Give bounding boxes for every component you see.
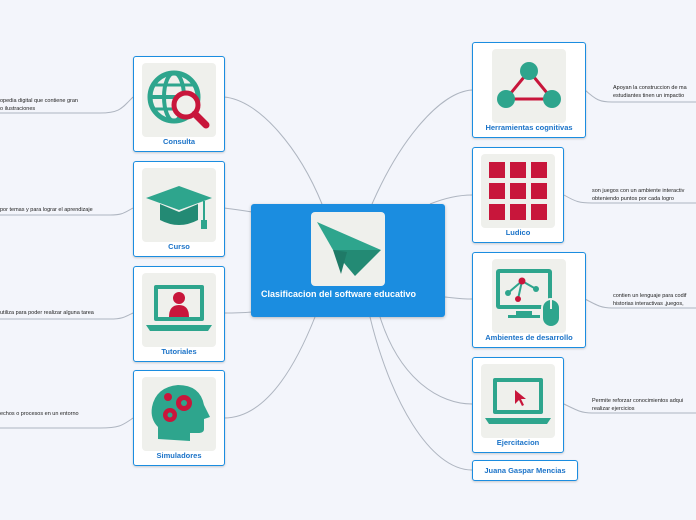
- node-ejercitacion[interactable]: Ejercitacion: [472, 357, 564, 453]
- description-curso[interactable]: por temas y para lograr el aprendizaje: [0, 207, 93, 213]
- description-herramientas-cognitivas[interactable]: Apoyan la construccion de ma estudiantes…: [613, 85, 687, 99]
- description-ejercitacion[interactable]: Permite reforzar conocimientos adqui rea…: [592, 398, 684, 412]
- node-label: Tutoriales: [161, 347, 197, 356]
- node-consulta[interactable]: Consulta: [133, 56, 225, 152]
- paper-plane-icon: [311, 212, 385, 286]
- graduation-cap-icon: [142, 168, 216, 242]
- central-topic[interactable]: Clasificacion del software educativo: [251, 204, 445, 317]
- description-tutoriales[interactable]: utiliza para poder realizar alguna tarea: [0, 310, 94, 316]
- laptop-user-icon: [142, 273, 216, 347]
- description-ambientes-de-desarrollo[interactable]: contien un lenguaje para codif historias…: [613, 293, 687, 307]
- node-ambientes-de-desarrollo[interactable]: Ambientes de desarrollo: [472, 252, 586, 348]
- description-simuladores[interactable]: echos o procesos en un entorno: [0, 411, 79, 417]
- node-label: Curso: [168, 242, 190, 251]
- author-node[interactable]: Juana Gaspar Mencias: [472, 460, 578, 481]
- node-simuladores[interactable]: Simuladores: [133, 370, 225, 466]
- node-label: Consulta: [162, 137, 196, 146]
- node-label: Ejercitacion: [496, 438, 540, 447]
- head-gears-icon: [142, 377, 216, 451]
- central-title: Clasificacion del software educativo: [261, 289, 417, 299]
- node-label: Ambientes de desarrollo: [485, 333, 573, 342]
- node-label: Simuladores: [156, 451, 202, 460]
- node-tutoriales[interactable]: Tutoriales: [133, 266, 225, 362]
- grid-squares-icon: [481, 154, 555, 228]
- description-consulta[interactable]: opedia digital que contiene gran o ilust…: [0, 98, 78, 112]
- triangle-nodes-icon: [492, 49, 566, 123]
- node-curso[interactable]: Curso: [133, 161, 225, 257]
- node-herramientas-cognitivas[interactable]: Herramientas cognitivas: [472, 42, 586, 138]
- monitor-network-mouse-icon: [492, 259, 566, 333]
- node-label: Ludico: [505, 228, 531, 237]
- node-ludico[interactable]: Ludico: [472, 147, 564, 243]
- description-ludico[interactable]: son juegos con un ambiente interactiv ob…: [592, 188, 685, 202]
- laptop-cursor-icon: [481, 364, 555, 438]
- globe-search-icon: [142, 63, 216, 137]
- node-label: Herramientas cognitivas: [485, 123, 573, 132]
